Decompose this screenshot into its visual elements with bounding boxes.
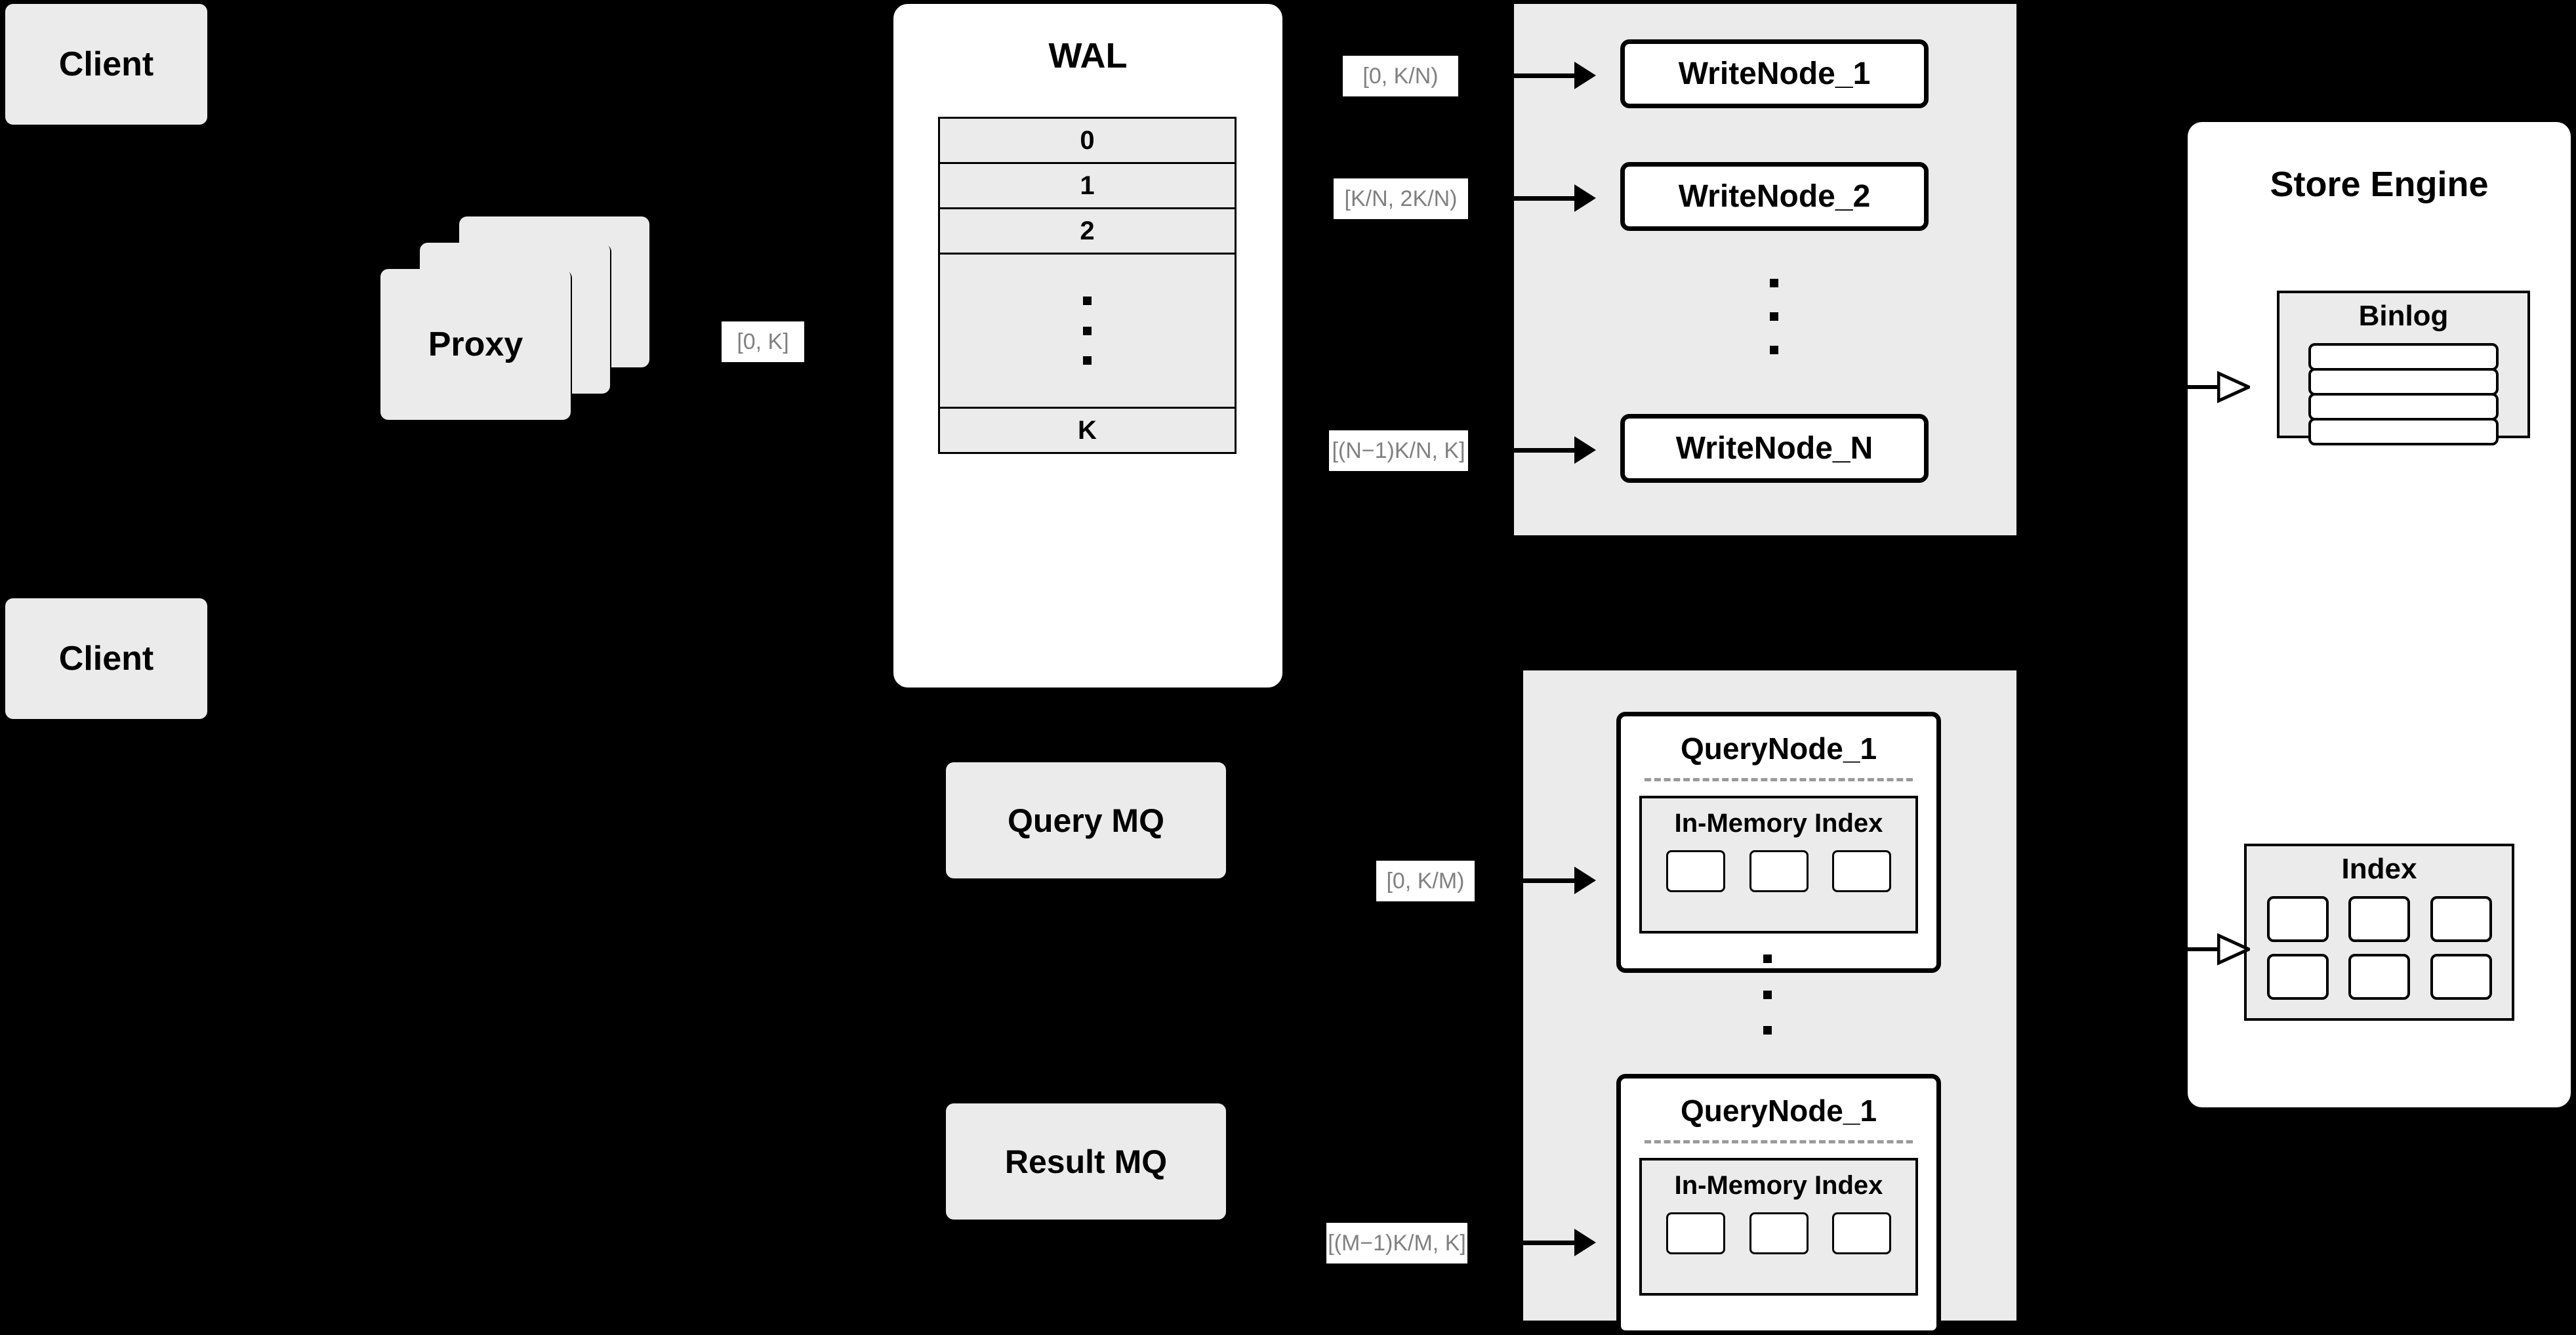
in-memory-index-panel: In-Memory Index: [1639, 796, 1918, 934]
index-segment[interactable]: [1832, 850, 1892, 892]
query-node-1-box[interactable]: QueryNode_1 In-Memory Index: [1616, 712, 1941, 973]
binlog-panel: Binlog: [2277, 291, 2530, 445]
index-cell[interactable]: [2430, 896, 2492, 942]
binlog-inbound-arrow-line: [2186, 385, 2220, 389]
store-index-title: Index: [2341, 853, 2417, 885]
client-box-2[interactable]: Client: [5, 598, 207, 719]
proxy-card-front[interactable]: Proxy: [380, 269, 571, 420]
binlog-row[interactable]: [2308, 343, 2499, 371]
in-memory-index-label: In-Memory Index: [1674, 1171, 1883, 1200]
write-cluster-ellipsis-dots: [1770, 279, 1778, 354]
wal-entry[interactable]: K: [938, 407, 1237, 454]
query-node-m-arrow-line: [1469, 1241, 1574, 1245]
wal-title: WAL: [1048, 36, 1128, 75]
wal-entry[interactable]: 0: [938, 117, 1237, 164]
query-mq-box[interactable]: Query MQ: [946, 762, 1226, 878]
query-node-divider: [1645, 1140, 1913, 1143]
store-index-panel: Index: [2244, 844, 2514, 1021]
client-box-1[interactable]: Client: [5, 4, 207, 125]
query-mq-label: Query MQ: [1008, 802, 1164, 839]
binlog-row[interactable]: [2308, 368, 2499, 396]
binlog-row[interactable]: [2308, 418, 2499, 445]
index-cell[interactable]: [2348, 896, 2410, 942]
query-node-label: QueryNode_1: [1680, 1094, 1877, 1128]
query-cluster-ellipsis-dots: [1763, 955, 1772, 1035]
query-node-1-arrow-line: [1476, 878, 1574, 883]
client-label: Client: [58, 640, 154, 678]
in-memory-index-label: In-Memory Index: [1674, 809, 1883, 838]
write-node-label: WriteNode_2: [1678, 179, 1871, 214]
wal-entry-list: 0 1 2 K: [938, 117, 1237, 627]
wal-entry-ellipsis: [938, 253, 1237, 409]
wal-ellipsis-dots: [1083, 297, 1092, 365]
write-node-label: WriteNode_N: [1675, 431, 1873, 466]
index-segment[interactable]: [1666, 850, 1725, 892]
binlog-title: Binlog: [2358, 300, 2449, 332]
write-node-2-box[interactable]: WriteNode_2: [1620, 162, 1929, 231]
query-node-1-arrow-head: [1574, 867, 1596, 894]
store-engine-title: Store Engine: [2270, 165, 2489, 204]
store-index-inbound-arrow-head: [2217, 933, 2250, 966]
in-memory-index-panel: In-Memory Index: [1639, 1158, 1918, 1296]
query-node-divider: [1645, 778, 1913, 781]
query-node-m-range-label: [(M−1)K/M, K]: [1326, 1223, 1467, 1263]
result-mq-label: Result MQ: [1004, 1143, 1168, 1180]
proxy-label: Proxy: [428, 325, 523, 363]
query-node-m-box[interactable]: QueryNode_1 In-Memory Index: [1616, 1074, 1941, 1335]
write-node-n-arrow-head: [1574, 436, 1596, 464]
write-node-2-range-label: [K/N, 2K/N): [1334, 178, 1468, 219]
wal-entry[interactable]: 1: [938, 162, 1237, 209]
index-cell[interactable]: [2430, 954, 2492, 1000]
write-node-1-arrow-line: [1460, 73, 1574, 78]
binlog-inbound-arrow-head: [2217, 371, 2250, 403]
write-node-n-arrow-line: [1469, 448, 1574, 453]
index-segment[interactable]: [1666, 1212, 1725, 1254]
index-segment[interactable]: [1749, 1212, 1809, 1254]
index-segment[interactable]: [1749, 850, 1809, 892]
client-label: Client: [58, 45, 154, 83]
index-cell[interactable]: [2266, 954, 2329, 1000]
wal-panel: WAL 0 1 2 K: [893, 4, 1282, 688]
query-node-m-arrow-head: [1574, 1229, 1596, 1256]
query-node-label: QueryNode_1: [1680, 731, 1877, 766]
query-node-1-range-label: [0, K/M): [1376, 861, 1475, 901]
result-mq-box[interactable]: Result MQ: [946, 1103, 1226, 1220]
store-index-inbound-arrow-line: [2186, 947, 2220, 951]
write-node-1-range-label: [0, K/N): [1343, 56, 1458, 96]
proxy-output-range-label: [0, K]: [722, 321, 804, 362]
wal-entry[interactable]: 2: [938, 207, 1237, 255]
store-engine-panel: Store Engine Binlog Index: [2188, 122, 2571, 1107]
proxy-stack[interactable]: Proxy: [380, 216, 663, 433]
index-cell[interactable]: [2348, 954, 2410, 1000]
index-cell[interactable]: [2266, 896, 2329, 942]
write-node-2-arrow-line: [1469, 196, 1574, 201]
write-node-1-arrow-head: [1574, 62, 1596, 89]
write-node-2-arrow-head: [1574, 184, 1596, 212]
index-segment[interactable]: [1832, 1212, 1892, 1254]
binlog-row[interactable]: [2308, 393, 2499, 421]
write-node-1-box[interactable]: WriteNode_1: [1620, 39, 1929, 108]
write-node-n-range-label: [(N−1)K/N, K]: [1329, 430, 1468, 471]
write-node-label: WriteNode_1: [1678, 56, 1871, 91]
write-node-n-box[interactable]: WriteNode_N: [1620, 414, 1929, 483]
